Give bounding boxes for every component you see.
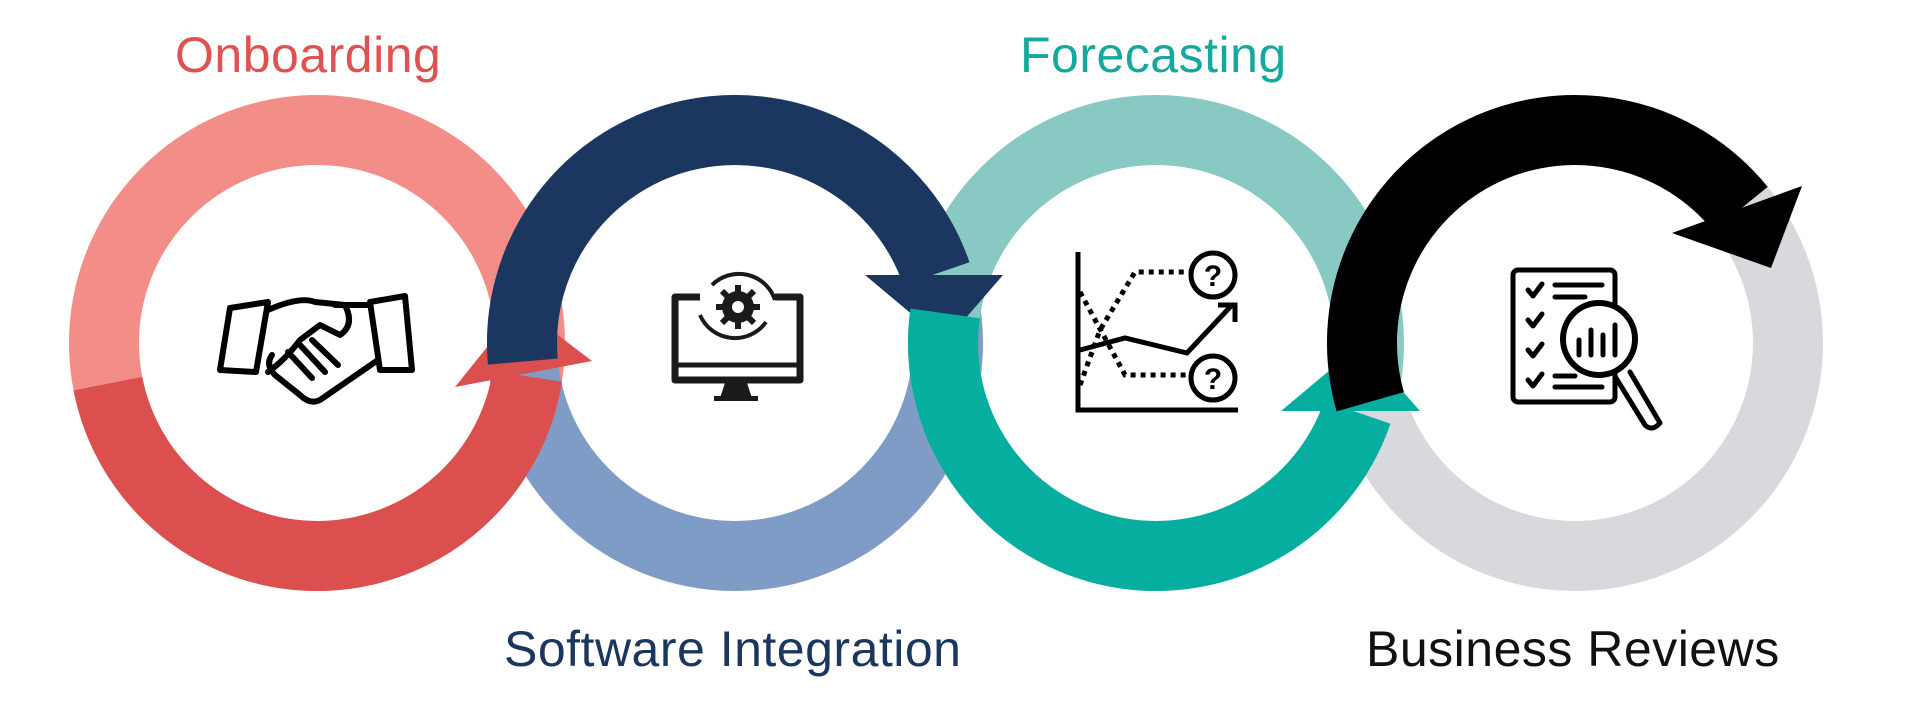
report-magnifier-icon [1510,267,1663,431]
monitor-gear-icon [671,271,804,401]
arrowhead-icon [865,275,1003,342]
question-mark-icon: ? [1204,260,1222,293]
ring-arrow-arc [1327,95,1768,412]
arrowhead-icon [1672,186,1802,268]
stage-label-onboarding: Onboarding [175,27,442,83]
stage-label-business-reviews: Business Reviews [1366,621,1780,677]
forecast-chart-icon [1075,250,1238,413]
handshake-icon [217,293,415,405]
stage-label-forecasting: Forecasting [1020,27,1287,83]
stage-label-software-integration: Software Integration [504,621,962,677]
ring-arrow-arc [487,95,970,365]
question-mark-icon: ? [1204,363,1222,396]
ring-arrow-arc [73,370,562,591]
ring-arrow-arc [908,308,1391,592]
